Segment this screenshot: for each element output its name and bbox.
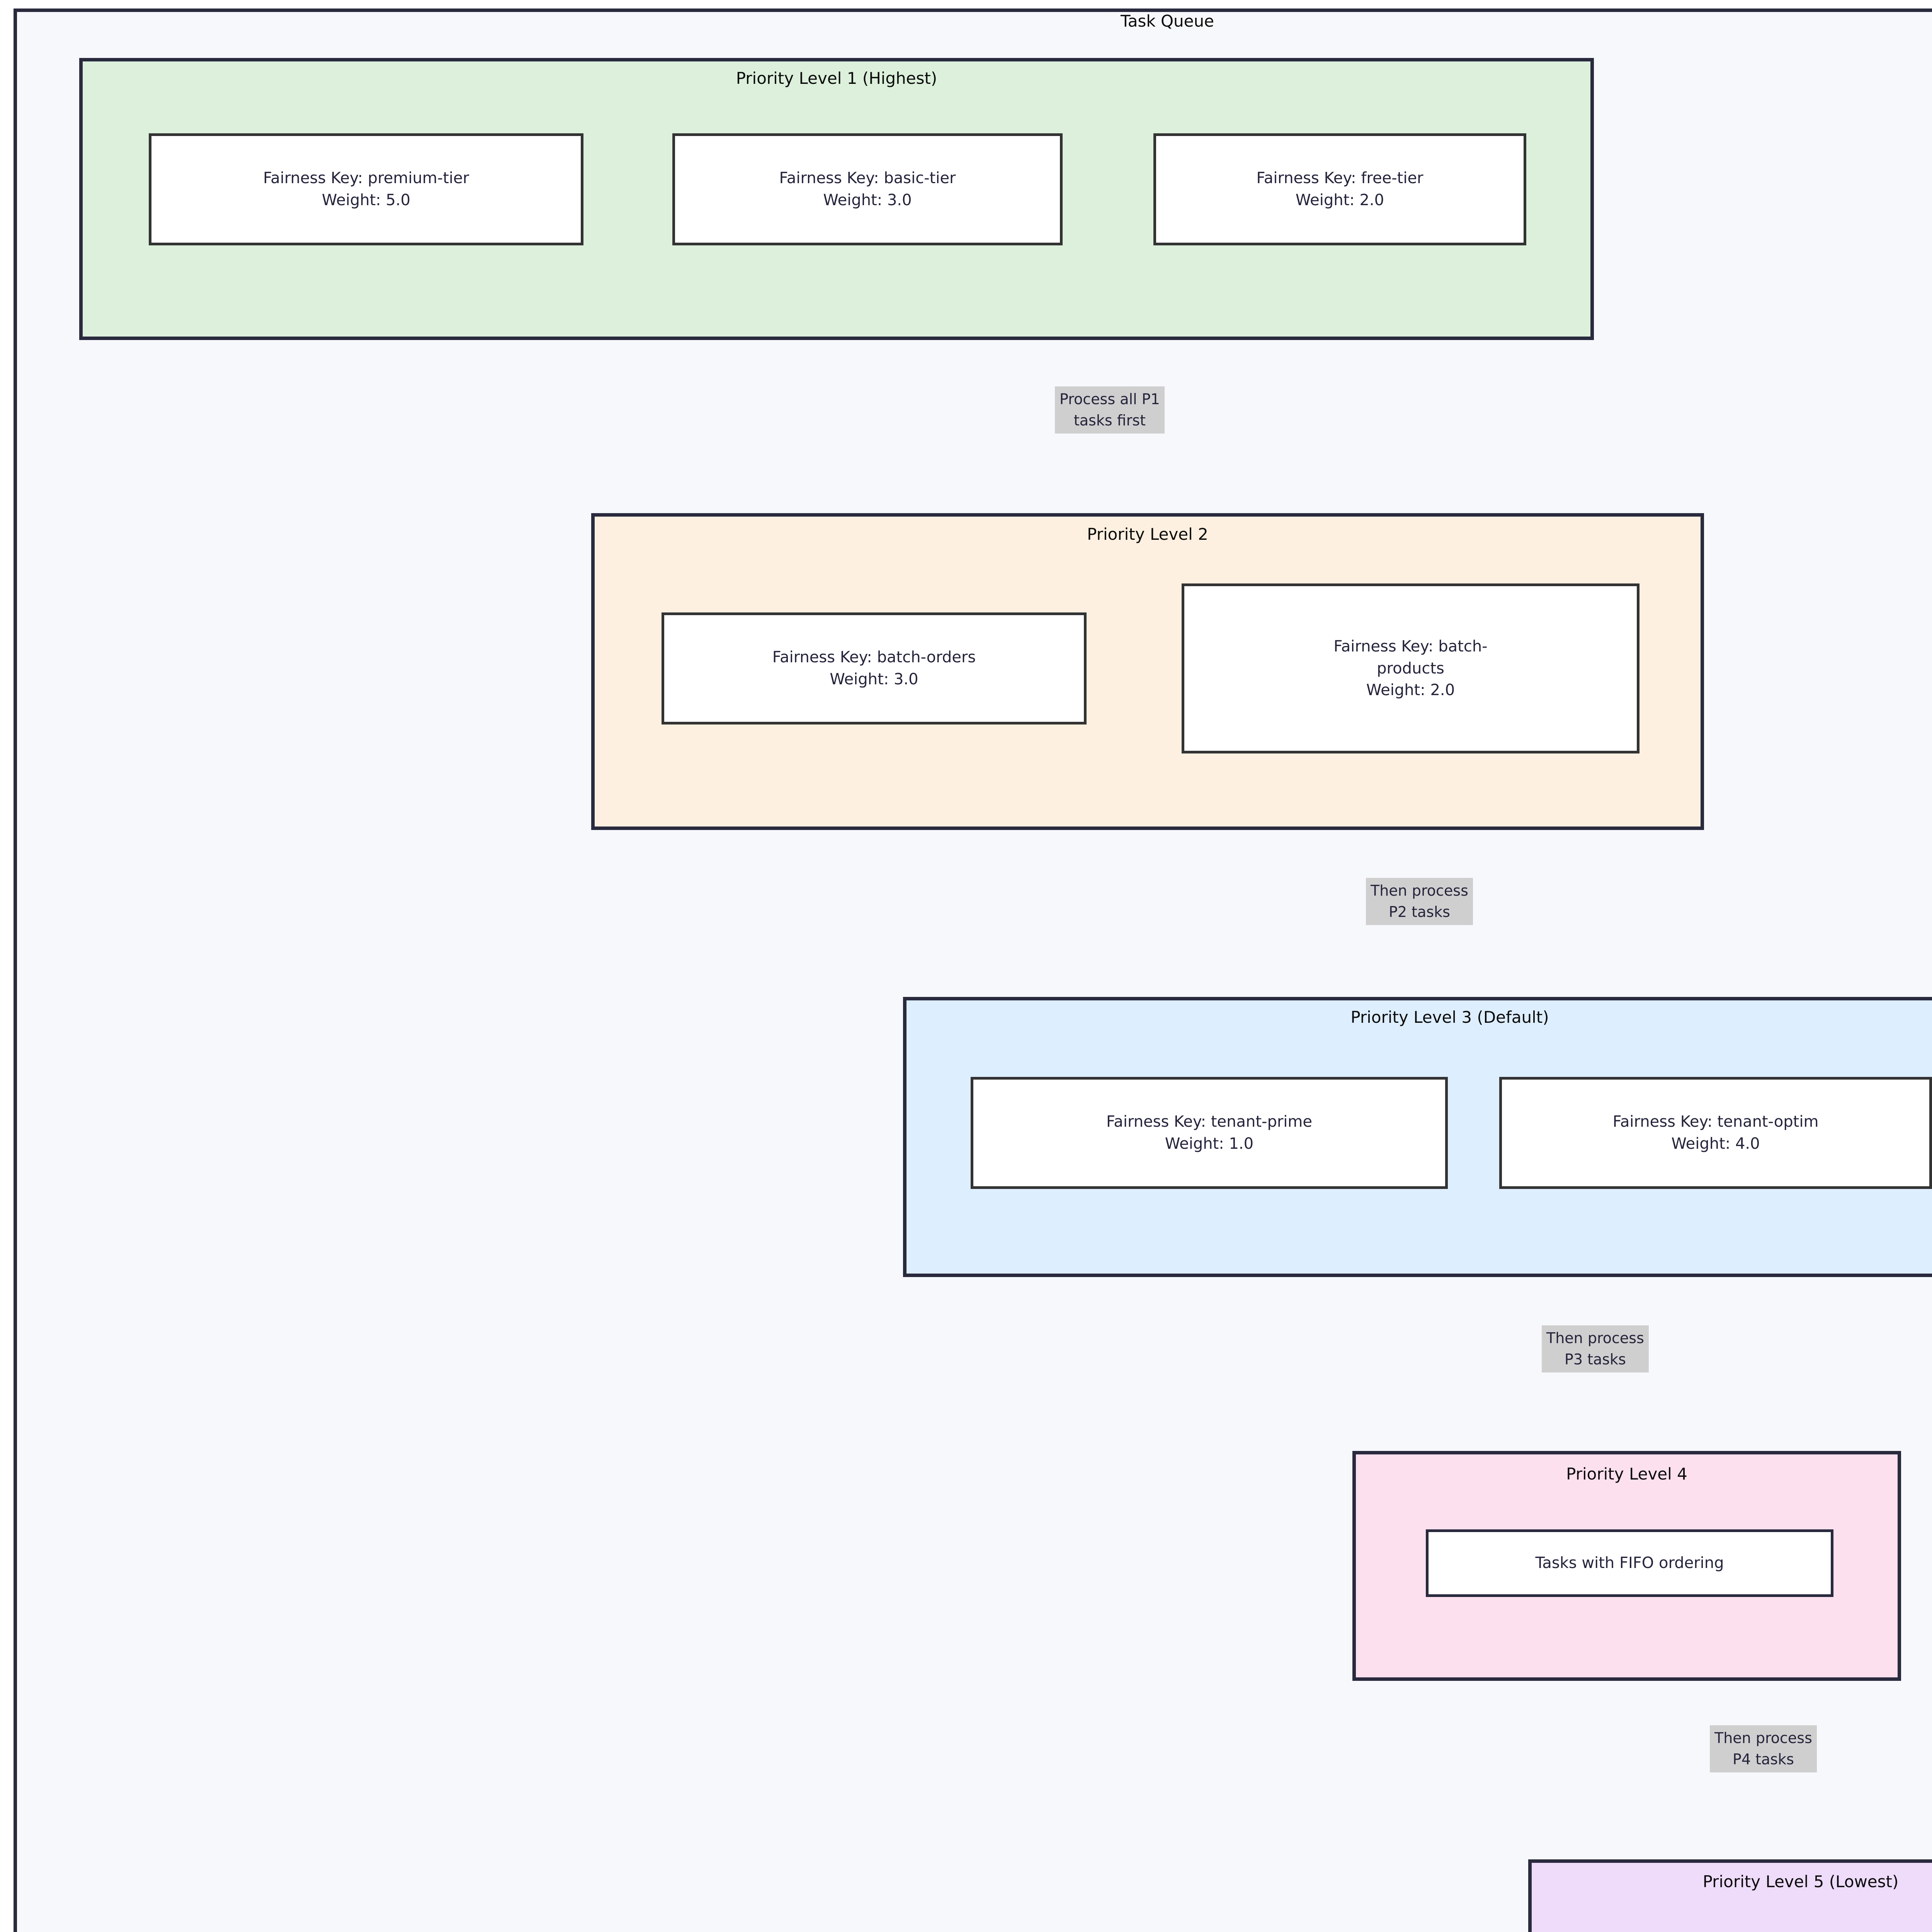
fifo-label: Tasks with FIFO ordering xyxy=(1535,1554,1724,1572)
group-priority-level-5 xyxy=(1528,1859,1932,1932)
weight-label: Weight: 2.0 xyxy=(1295,191,1384,209)
edge-label-line-1: Process all P1 xyxy=(1060,391,1160,408)
weight-label: Weight: 3.0 xyxy=(823,191,912,209)
fairness-key-label: Fairness Key: basic-tier xyxy=(779,169,956,187)
weight-label: Weight: 5.0 xyxy=(321,191,411,209)
node-p3-tenant-optim[interactable]: Fairness Key: tenant-optim Weight: 4.0 xyxy=(1499,1077,1932,1189)
node-p1-basic-tier[interactable]: Fairness Key: basic-tier Weight: 3.0 xyxy=(672,133,1063,245)
weight-label: Weight: 4.0 xyxy=(1671,1135,1760,1153)
page-title: Task Queue xyxy=(1121,12,1214,31)
group-title-p2: Priority Level 2 xyxy=(1087,525,1208,544)
edge-label-line-2: P3 tasks xyxy=(1564,1351,1626,1368)
edge-label-p1-p2: Process all P1 tasks first xyxy=(1055,386,1165,434)
fairness-key-label: Fairness Key: batch-orders xyxy=(772,648,976,667)
fairness-key-label: Fairness Key: premium-tier xyxy=(263,169,469,187)
edge-label-line-1: Then process xyxy=(1714,1730,1812,1747)
fairness-key-label-cont: products xyxy=(1377,659,1444,677)
edge-label-p4-p5: Then process P4 tasks xyxy=(1710,1725,1817,1773)
node-p1-free-tier[interactable]: Fairness Key: free-tier Weight: 2.0 xyxy=(1153,133,1526,245)
edge-label-p2-p3: Then process P2 tasks xyxy=(1366,878,1473,925)
group-title-p5: Priority Level 5 (Lowest) xyxy=(1702,1872,1899,1891)
edge-label-line-2: tasks first xyxy=(1073,412,1146,429)
weight-label: Weight: 1.0 xyxy=(1165,1135,1254,1153)
edge-label-line-1: Then process xyxy=(1546,1330,1644,1347)
group-title-p4: Priority Level 4 xyxy=(1566,1464,1687,1483)
fairness-key-label: Fairness Key: tenant-prime xyxy=(1106,1113,1312,1131)
edge-label-p3-p4: Then process P3 tasks xyxy=(1542,1325,1649,1373)
node-p4-fifo[interactable]: Tasks with FIFO ordering xyxy=(1426,1529,1833,1597)
node-p2-batch-orders[interactable]: Fairness Key: batch-orders Weight: 3.0 xyxy=(662,612,1087,724)
edge-label-line-1: Then process xyxy=(1371,882,1468,899)
node-p1-premium-tier[interactable]: Fairness Key: premium-tier Weight: 5.0 xyxy=(149,133,583,245)
weight-label: Weight: 2.0 xyxy=(1366,681,1455,699)
group-title-p1: Priority Level 1 (Highest) xyxy=(736,69,937,88)
edge-label-line-2: P4 tasks xyxy=(1732,1751,1794,1768)
edge-label-line-2: P2 tasks xyxy=(1388,903,1450,921)
node-p2-batch-products[interactable]: Fairness Key: batch- products Weight: 2.… xyxy=(1182,583,1639,753)
fairness-key-label: Fairness Key: batch- xyxy=(1333,637,1488,655)
weight-label: Weight: 3.0 xyxy=(830,670,918,688)
fairness-key-label: Fairness Key: free-tier xyxy=(1256,169,1423,187)
group-title-p3: Priority Level 3 (Default) xyxy=(1350,1008,1549,1027)
fairness-key-label: Fairness Key: tenant-optim xyxy=(1612,1113,1819,1131)
node-p3-tenant-prime[interactable]: Fairness Key: tenant-prime Weight: 1.0 xyxy=(971,1077,1448,1189)
